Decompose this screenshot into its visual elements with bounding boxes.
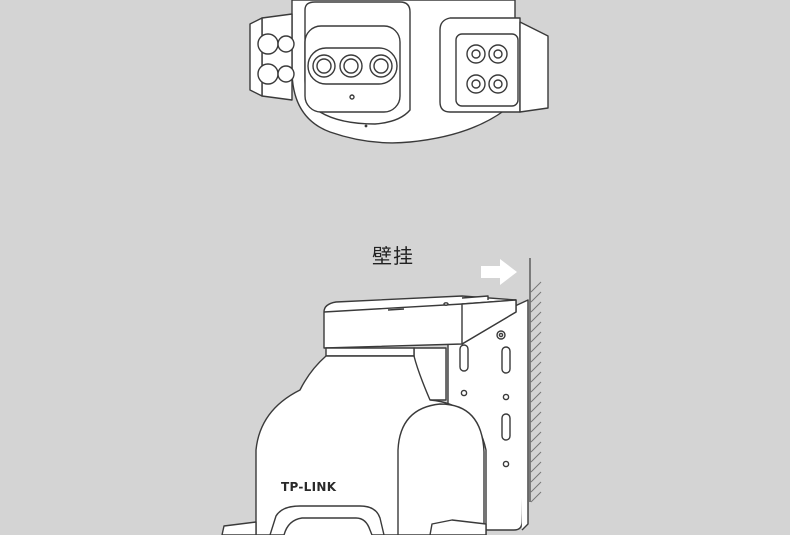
push-arrow-icon — [481, 259, 517, 285]
brand-logo-text: TP-LINK — [281, 480, 337, 494]
right-ir-module — [439, 17, 549, 113]
wall — [529, 258, 542, 503]
center-lens-panel — [304, 25, 401, 113]
wall-mount-caption: 壁挂 — [372, 244, 414, 268]
top-camera — [249, 0, 549, 144]
bottom-camera — [221, 347, 487, 535]
left-ir-module — [249, 13, 295, 101]
